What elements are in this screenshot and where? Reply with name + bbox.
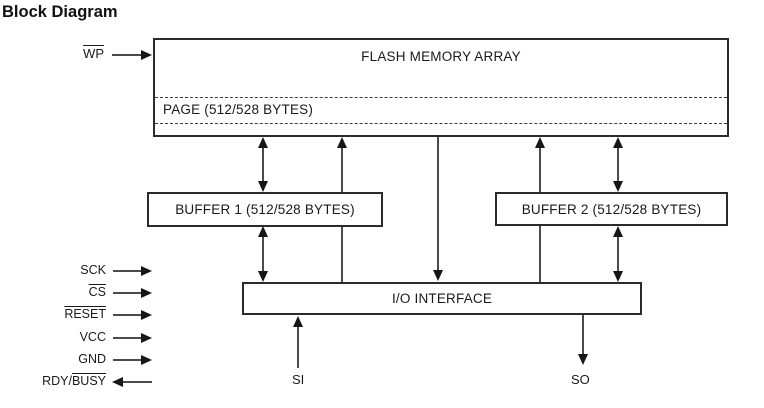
sck-arrow-line bbox=[113, 270, 142, 272]
arrow-down-icon bbox=[258, 181, 268, 192]
arrow-left-icon bbox=[112, 377, 123, 387]
arrow-up-icon bbox=[258, 137, 268, 148]
arrow-right-icon bbox=[141, 288, 152, 298]
arrow-up-icon bbox=[293, 316, 303, 327]
wp-arrow-line bbox=[112, 54, 143, 56]
flash-memory-array-label: FLASH MEMORY ARRAY bbox=[361, 49, 521, 64]
arrow-up-icon bbox=[337, 137, 347, 148]
arrow-down-icon bbox=[433, 270, 443, 281]
buffer1-box: BUFFER 1 (512/528 BYTES) bbox=[147, 192, 383, 227]
page-label: PAGE (512/528 BYTES) bbox=[163, 102, 314, 117]
buffer2-box: BUFFER 2 (512/528 BYTES) bbox=[495, 192, 728, 226]
arrow-up-icon bbox=[535, 137, 545, 148]
page-title: Block Diagram bbox=[2, 3, 118, 21]
buffer1-io-line bbox=[262, 233, 264, 277]
arrow-up-icon bbox=[613, 226, 623, 237]
arrow-right-icon bbox=[141, 333, 152, 343]
signal-label-vcc: VCC bbox=[79, 330, 106, 344]
buffer2-label: BUFFER 2 (512/528 BYTES) bbox=[521, 201, 702, 217]
signal-label-so: SO bbox=[571, 372, 590, 387]
arrow-down-icon bbox=[258, 271, 268, 282]
arrow-down-icon bbox=[578, 354, 588, 365]
flash-buffer2-line bbox=[617, 144, 619, 188]
signal-label-rdy-busy: RDY/BUSY bbox=[42, 374, 106, 388]
so-arrow-line bbox=[582, 315, 584, 355]
buffer2-io-line bbox=[617, 233, 619, 277]
si-arrow-line bbox=[297, 324, 299, 368]
signal-label-si: SI bbox=[292, 372, 305, 387]
arrow-right-icon bbox=[141, 355, 152, 365]
cs-arrow-line bbox=[113, 292, 142, 294]
arrow-right-icon bbox=[141, 50, 152, 60]
arrow-up-icon bbox=[613, 137, 623, 148]
io-interface-box: I/O INTERFACE bbox=[242, 282, 642, 315]
signal-label-sck: SCK bbox=[80, 263, 106, 277]
flash-buffer1-line bbox=[262, 144, 264, 188]
arrow-right-icon bbox=[141, 310, 152, 320]
arrow-up-icon bbox=[258, 226, 268, 237]
vcc-arrow-line bbox=[113, 337, 142, 339]
signal-label-reset: RESET bbox=[64, 307, 106, 321]
page-divider-bottom bbox=[155, 123, 727, 124]
signal-label-gnd: GND bbox=[78, 352, 106, 366]
buffer1-label: BUFFER 1 (512/528 BYTES) bbox=[175, 202, 355, 217]
page-divider-top bbox=[155, 97, 727, 98]
rdy-busy-arrow-line bbox=[122, 381, 152, 383]
signal-label-cs: CS bbox=[88, 285, 106, 299]
gnd-arrow-line bbox=[113, 359, 142, 361]
flash-memory-array-box: FLASH MEMORY ARRAY PAGE (512/528 BYTES) bbox=[153, 38, 729, 137]
arrow-down-icon bbox=[613, 271, 623, 282]
arrow-down-icon bbox=[613, 181, 623, 192]
signal-label-wp: WP bbox=[83, 46, 104, 61]
io-interface-label: I/O INTERFACE bbox=[391, 291, 493, 306]
arrow-right-icon bbox=[141, 266, 152, 276]
flash-io-center-line bbox=[437, 137, 439, 271]
reset-arrow-line bbox=[113, 314, 142, 316]
